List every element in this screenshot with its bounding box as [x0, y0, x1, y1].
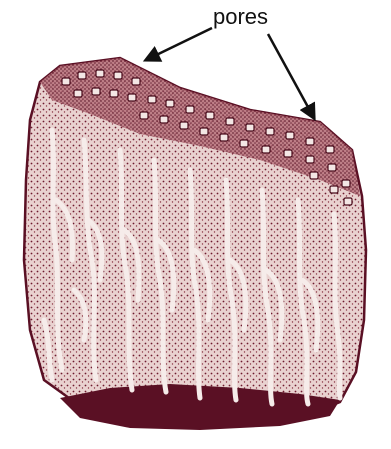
pores-arrow-right: [268, 34, 314, 118]
pores-label: pores: [213, 4, 268, 29]
sponge-fragment: [24, 58, 366, 430]
pores-arrow-left: [146, 28, 212, 60]
